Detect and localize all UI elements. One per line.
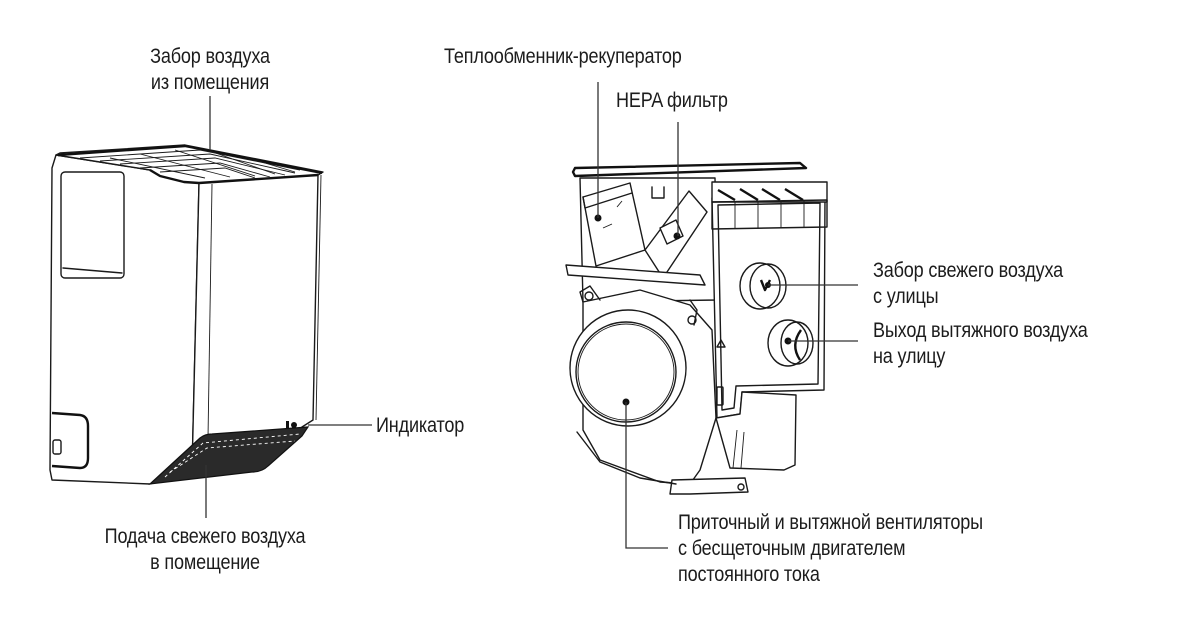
label-fresh-air-intake-street: Забор свежего воздуха с улицы bbox=[873, 258, 1063, 310]
label-line: из помещения bbox=[150, 71, 270, 94]
housing-side-face bbox=[191, 174, 319, 471]
label-line: Индикатор bbox=[376, 414, 465, 437]
housing-unit bbox=[49, 144, 324, 485]
label-line: Приточный и вытяжной вентиляторы bbox=[678, 511, 983, 534]
label-line: в помещение bbox=[150, 551, 260, 574]
mount-base bbox=[669, 477, 749, 495]
top-plate bbox=[571, 161, 808, 178]
label-line: постоянного тока bbox=[678, 563, 820, 586]
indicator-light bbox=[286, 421, 289, 428]
label-air-intake-room: Забор воздуха из помещения bbox=[124, 44, 296, 96]
label-exhaust-air-outlet-street: Выход вытяжного воздуха на улицу bbox=[873, 318, 1088, 370]
label-heat-exchanger: Теплообменник-рекуператор bbox=[444, 44, 682, 70]
label-hepa-filter: HEPA фильтр bbox=[616, 88, 728, 114]
label-line: Выход вытяжного воздуха bbox=[873, 319, 1088, 342]
housing-window-panel bbox=[60, 171, 125, 279]
housing-bottom-port bbox=[51, 411, 90, 470]
top-grille-slats bbox=[57, 144, 323, 185]
exhaust-air-outlet-port bbox=[767, 319, 814, 367]
label-line: на улицу bbox=[873, 345, 946, 368]
chassis-top-vents bbox=[711, 181, 828, 230]
lower-duct bbox=[715, 391, 797, 471]
label-line: Забор свежего воздуха bbox=[873, 259, 1063, 282]
label-line: HEPA фильтр bbox=[616, 89, 728, 112]
label-line: с бесщеточным двигателем bbox=[678, 537, 906, 560]
label-line: Теплообменник-рекуператор bbox=[444, 45, 682, 68]
label-line: Подача свежего воздуха bbox=[104, 525, 306, 548]
leader-fans bbox=[625, 402, 668, 549]
bottom-supply-grille bbox=[148, 426, 310, 485]
label-line: с улицы bbox=[873, 285, 939, 308]
label-line: Забор воздуха bbox=[150, 45, 270, 68]
leader-lines bbox=[205, 82, 858, 549]
label-indicator: Индикатор bbox=[376, 413, 464, 439]
fresh-air-intake-port bbox=[739, 262, 787, 310]
internal-unit bbox=[565, 161, 828, 495]
label-fresh-air-supply-room: Подача свежего воздуха в помещение bbox=[89, 524, 321, 576]
label-fans: Приточный и вытяжной вентиляторы с бесще… bbox=[678, 510, 983, 588]
fan-housing bbox=[569, 285, 717, 485]
